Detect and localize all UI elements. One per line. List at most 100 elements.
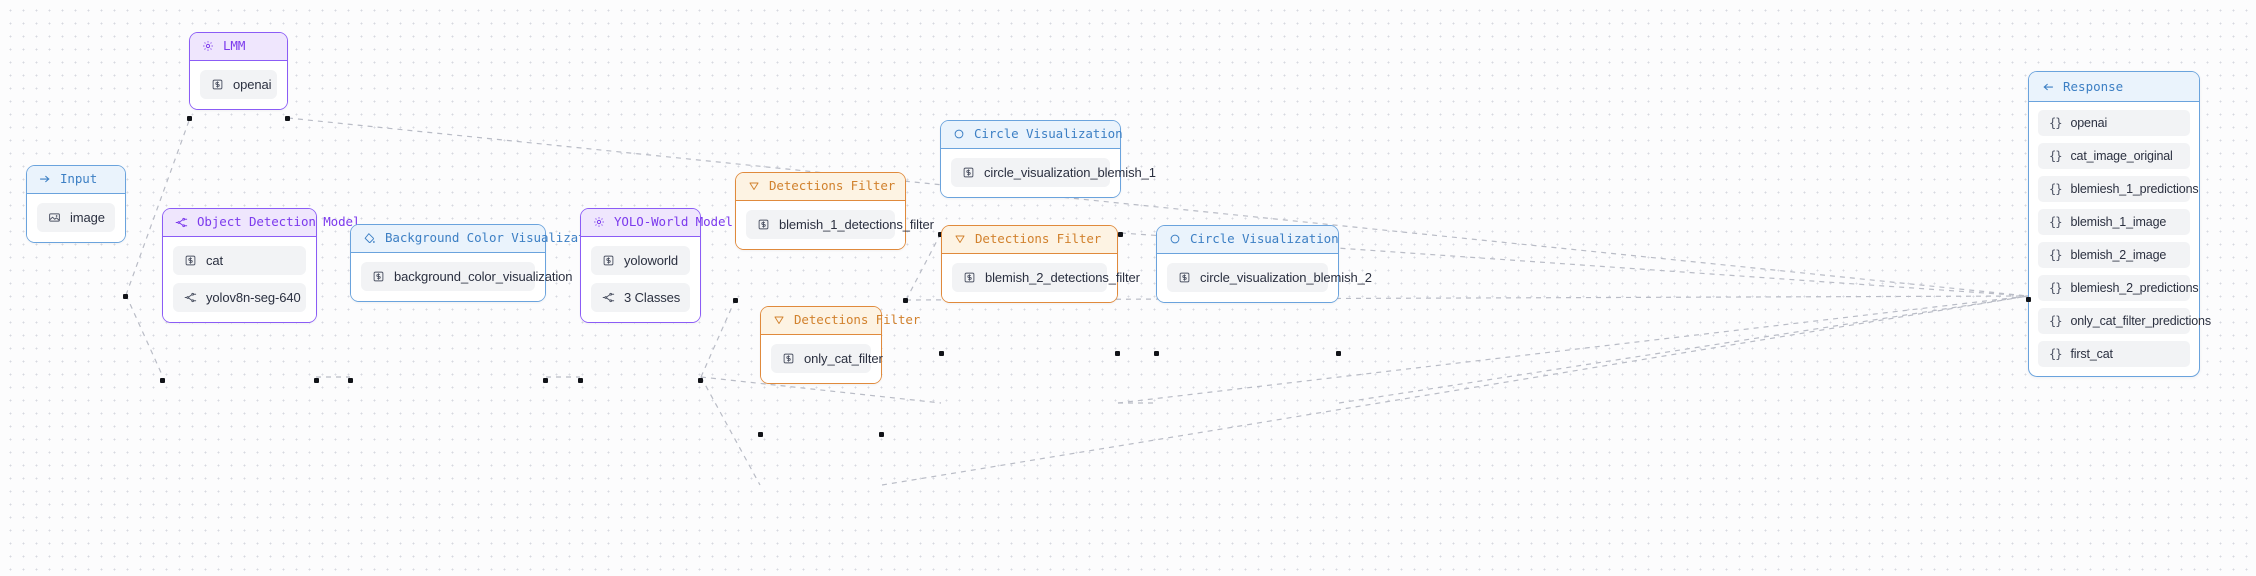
- node-circle-visualization-2-row-label: circle_visualization_blemish_2: [1200, 269, 1372, 285]
- node-input-title: Input: [60, 171, 98, 186]
- node-detections-filter-3-row[interactable]: only_cat_filter: [771, 343, 883, 373]
- arrow-right-icon: [39, 173, 51, 185]
- node-background-color-visualization[interactable]: Background Color Visualization backgroun…: [348, 224, 608, 383]
- node-background-color-visualization-handle-left[interactable]: [348, 378, 353, 383]
- node-yolo-world-model-row-yoloworld[interactable]: yoloworld: [591, 245, 690, 275]
- edge-yoloworld-to-filter3: [700, 376, 761, 486]
- node-object-detection-model-handle-right[interactable]: [314, 378, 319, 383]
- node-detections-filter-2-row-label: blemish_2_detections_filter: [985, 269, 1140, 285]
- edge-filter1-to-circleviz1: [905, 232, 942, 301]
- response-panel-handle-left[interactable]: [2026, 297, 2031, 302]
- node-detections-filter-2-handle-right[interactable]: [1115, 351, 1120, 356]
- edge-circleviz2-to-response: [1338, 295, 2029, 404]
- response-item[interactable]: {} first_cat: [2038, 341, 2190, 367]
- node-circle-visualization-2-title: Circle Visualization: [1190, 231, 1339, 246]
- response-item[interactable]: {} blemiesh_2_predictions: [2038, 275, 2199, 301]
- image-icon: [48, 211, 61, 224]
- edge-filter2-to-response: [1117, 295, 2029, 404]
- node-detections-filter-2-title: Detections Filter: [975, 231, 1102, 246]
- braces-icon: {}: [2049, 314, 2062, 328]
- node-lmm-row-openai[interactable]: openai: [200, 69, 277, 99]
- node-lmm-title: LMM: [223, 38, 246, 53]
- node-detections-filter-2-handle-left[interactable]: [939, 351, 944, 356]
- node-circle-visualization-1-body: circle_visualization_blemish_1: [941, 148, 1156, 197]
- node-input-body: image: [27, 193, 125, 242]
- node-object-detection-model-body: cat yolov8n-seg-640: [163, 237, 316, 322]
- node-input-row-image-label: image: [70, 209, 105, 225]
- node-object-detection-model-row-cat-label: cat: [206, 253, 224, 268]
- node-circle-visualization-2[interactable]: Circle Visualization circle_visualizatio…: [1154, 225, 1372, 356]
- node-background-color-visualization-body: background_color_visualization: [351, 253, 573, 301]
- braces-icon: {}: [2049, 248, 2062, 262]
- node-object-detection-model-handle-left[interactable]: [160, 378, 165, 383]
- node-detections-filter-3-row-label: only_cat_filter: [804, 350, 883, 366]
- node-circle-visualization-1-handle-right[interactable]: [1118, 232, 1123, 237]
- response-item[interactable]: {} cat_image_original: [2038, 143, 2190, 169]
- node-yolo-world-model-handle-right[interactable]: [698, 378, 703, 383]
- node-detections-filter-1-row[interactable]: blemish_1_detections_filter: [746, 209, 934, 239]
- node-lmm-header: LMM: [190, 33, 287, 61]
- node-input-row-image[interactable]: image: [37, 202, 115, 232]
- node-circle-visualization-2-handle-right[interactable]: [1336, 351, 1341, 356]
- node-detections-filter-2-body: blemish_2_detections_filter: [942, 253, 1140, 302]
- node-circle-visualization-2-header: Circle Visualization: [1157, 226, 1339, 254]
- node-detections-filter-3-title: Detections Filter: [794, 312, 921, 327]
- node-yolo-world-model-handle-left[interactable]: [578, 378, 583, 383]
- node-yolo-world-model-row-classes[interactable]: 3 Classes: [591, 282, 690, 312]
- braces-icon: {}: [2049, 116, 2062, 130]
- node-circle-visualization-2-handle-left[interactable]: [1154, 351, 1159, 356]
- node-detections-filter-3-handle-right[interactable]: [879, 432, 884, 437]
- node-yolo-world-model-row-yoloworld-label: yoloworld: [624, 252, 679, 268]
- paint-icon: [363, 232, 376, 245]
- parameter-icon: [757, 218, 770, 231]
- node-detections-filter-1-body: blemish_1_detections_filter: [736, 200, 934, 249]
- node-detections-filter-1[interactable]: Detections Filter blemish_1_detections_f…: [733, 172, 934, 303]
- node-detections-filter-3[interactable]: Detections Filter only_cat_filter: [758, 306, 920, 437]
- node-detections-filter-2[interactable]: Detections Filter blemish_2_detections_f…: [939, 225, 1140, 356]
- response-item-label: first_cat: [2070, 347, 2113, 361]
- node-input[interactable]: Input image: [26, 165, 128, 299]
- node-yolo-world-model[interactable]: YOLO-World Model yoloworld: [578, 208, 733, 383]
- node-input-handle-right[interactable]: [123, 294, 128, 299]
- node-background-color-visualization-row[interactable]: background_color_visualization: [361, 262, 573, 291]
- parameter-icon: [602, 254, 615, 267]
- edge-filter3-to-response: [881, 295, 2029, 486]
- node-object-detection-model-row-weights-label: yolov8n-seg-640: [206, 290, 301, 305]
- response-panel[interactable]: Response {} openai {} cat_image_original…: [2026, 71, 2211, 377]
- response-item[interactable]: {} blemish_1_image: [2038, 209, 2190, 235]
- node-background-color-visualization-title: Background Color Visualization: [385, 230, 608, 246]
- node-input-header: Input: [27, 166, 125, 194]
- response-item[interactable]: {} only_cat_filter_predictions: [2038, 308, 2211, 334]
- braces-icon: {}: [2049, 347, 2062, 361]
- node-circle-visualization-1-row[interactable]: circle_visualization_blemish_1: [951, 157, 1156, 187]
- response-item[interactable]: {} openai: [2038, 110, 2190, 136]
- node-detections-filter-2-row[interactable]: blemish_2_detections_filter: [952, 262, 1140, 292]
- response-item-label: blemiesh_2_predictions: [2070, 281, 2199, 295]
- node-detections-filter-2-header: Detections Filter: [942, 226, 1117, 254]
- node-detections-filter-3-body: only_cat_filter: [761, 334, 883, 383]
- node-circle-visualization-1-header: Circle Visualization: [941, 121, 1123, 149]
- model-graph-icon: [175, 216, 188, 229]
- response-item[interactable]: {} blemish_2_image: [2038, 242, 2190, 268]
- parameter-icon: [211, 78, 224, 91]
- node-circle-visualization-1[interactable]: Circle Visualization circle_visualizatio…: [938, 120, 1156, 237]
- node-background-color-visualization-handle-right[interactable]: [543, 378, 548, 383]
- parameter-icon: [962, 166, 975, 179]
- edge-yoloworld-to-filter1: [700, 299, 736, 378]
- node-object-detection-model-row-weights[interactable]: yolov8n-seg-640: [173, 283, 306, 312]
- node-object-detection-model[interactable]: Object Detection Model cat: [160, 208, 360, 383]
- edge-input-to-object-detection: [125, 294, 164, 378]
- node-circle-visualization-1-title: Circle Visualization: [974, 126, 1123, 141]
- response-item[interactable]: {} blemiesh_1_predictions: [2038, 176, 2199, 202]
- node-detections-filter-1-handle-left[interactable]: [733, 298, 738, 303]
- node-detections-filter-1-handle-right[interactable]: [903, 298, 908, 303]
- node-circle-visualization-2-row[interactable]: circle_visualization_blemish_2: [1167, 262, 1372, 292]
- circle-icon: [953, 128, 965, 140]
- node-detections-filter-3-handle-left[interactable]: [758, 432, 763, 437]
- response-panel-header: Response: [2029, 72, 2199, 102]
- node-lmm-handle-left[interactable]: [187, 116, 192, 121]
- node-lmm-handle-right[interactable]: [285, 116, 290, 121]
- node-object-detection-model-row-cat[interactable]: cat: [173, 246, 306, 275]
- node-lmm[interactable]: LMM openai: [187, 32, 290, 121]
